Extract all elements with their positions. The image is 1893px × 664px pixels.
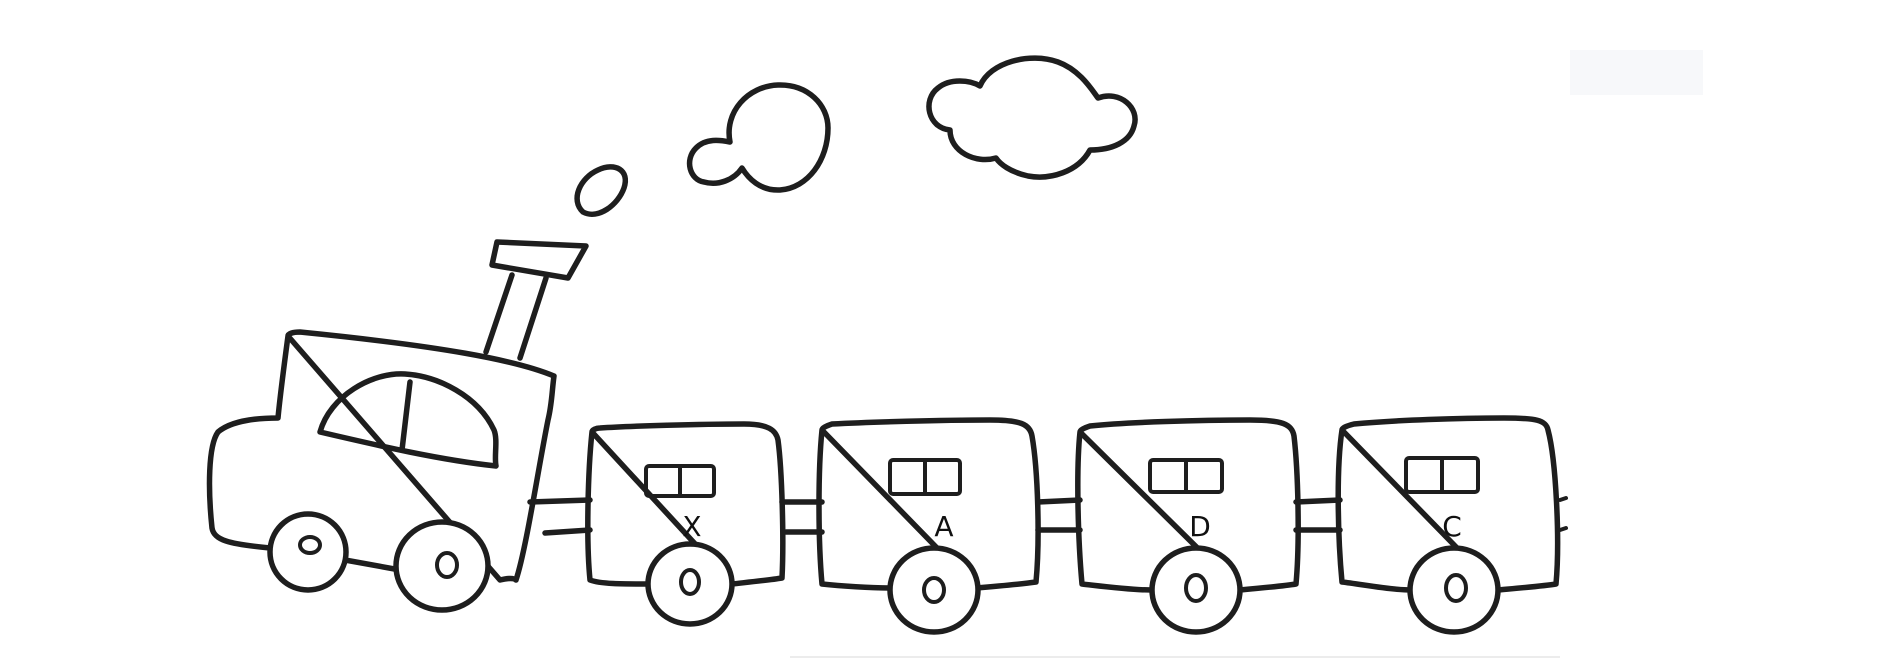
car-label-c: C <box>1442 510 1462 543</box>
car-x-wheel <box>645 541 735 627</box>
passenger-car-x <box>585 421 786 587</box>
chimney-top <box>489 239 589 281</box>
smoke-puff-medium <box>686 82 831 193</box>
passenger-car-c <box>1335 415 1561 593</box>
car-a-wheel <box>887 545 981 635</box>
car-label-d: D <box>1189 510 1211 543</box>
car-couplings <box>527 496 1568 536</box>
car-body <box>1075 417 1301 593</box>
passenger-car-d <box>1075 417 1301 593</box>
locomotive-window <box>317 371 499 469</box>
smoke-clouds <box>574 55 1138 217</box>
car-label-a: A <box>934 510 953 543</box>
car-c-wheel <box>1407 545 1501 635</box>
passenger-car-a <box>816 417 1041 591</box>
smoke-cloud-large <box>926 55 1138 180</box>
smoke-puff-small <box>574 164 629 217</box>
car-body <box>585 421 786 587</box>
locomotive-window-divider <box>399 379 413 453</box>
locomotive-wheel-rear <box>393 519 491 613</box>
wheels <box>267 511 1501 635</box>
locomotive-bottom-line <box>342 557 403 573</box>
car-label-x: X <box>682 510 701 543</box>
car-d-wheel <box>1149 545 1243 635</box>
car-body <box>816 417 1041 591</box>
background-patch <box>1570 50 1703 95</box>
car-body <box>1335 415 1561 593</box>
locomotive-body <box>206 329 557 583</box>
chimney-stack <box>483 272 549 361</box>
locomotive <box>206 239 589 583</box>
